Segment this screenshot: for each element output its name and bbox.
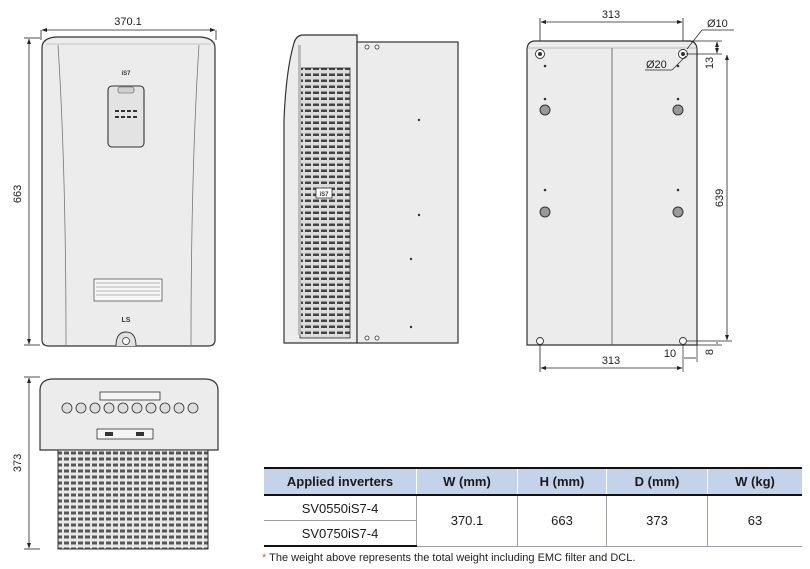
- side-badge: iS7: [319, 192, 329, 198]
- front-housing: [41, 36, 216, 347]
- front-brand-logo: LS: [122, 317, 131, 324]
- footnote-mark: *: [262, 552, 267, 564]
- top-terminal-row: [61, 402, 199, 414]
- warning-label: [93, 278, 163, 302]
- front-height-label: 663: [12, 185, 24, 203]
- height-value-cell: 663: [517, 495, 607, 547]
- top-view: 373: [12, 376, 219, 550]
- depth-value-cell: 373: [606, 495, 708, 547]
- top-depth-label: 373: [12, 454, 24, 472]
- rear-view: 313 Ø10 Ø20 13 639: [526, 9, 734, 372]
- table-row: SV0550iS7-4 370.1 663 373 63: [264, 495, 802, 547]
- header-height: H (mm): [517, 467, 607, 496]
- rear-mount-hole: [536, 337, 544, 345]
- front-view: 370.1 663 iS7 LS: [12, 16, 217, 347]
- side-view: iS7: [283, 34, 459, 344]
- header-applied-inverters: Applied inverters: [264, 467, 417, 496]
- rear-hole-large-label: Ø20: [646, 59, 667, 71]
- weight-value-cell: 63: [707, 495, 802, 547]
- rear-bottom-offset-label: 8: [704, 349, 716, 355]
- spec-table: Applied inverters W (mm) H (mm) D (mm) W…: [264, 467, 802, 547]
- header-depth: D (mm): [606, 467, 708, 496]
- model-cell: SV0550iS7-4: [264, 495, 417, 521]
- footnote-text: The weight above represents the total we…: [266, 552, 636, 564]
- rear-top-offset-label: 13: [704, 57, 716, 69]
- side-vent-grille: [299, 67, 351, 339]
- side-heatsink-panel: [356, 41, 459, 344]
- header-weight: W (kg): [707, 467, 802, 496]
- header-width: W (mm): [416, 467, 518, 496]
- rear-bottom-width-label: 313: [602, 355, 620, 367]
- rear-top-width-label: 313: [602, 9, 620, 21]
- model-cell: SV0750iS7-4: [264, 520, 417, 547]
- rear-side-offset-label: 10: [664, 348, 676, 360]
- rear-hole-pitch-label: 639: [714, 189, 726, 207]
- rear-hole-small-label: Ø10: [707, 18, 728, 30]
- keypad-panel: [107, 85, 145, 148]
- weight-footnote: * The weight above represents the total …: [262, 552, 635, 564]
- spec-table-header-row: Applied inverters W (mm) H (mm) D (mm) W…: [264, 467, 802, 496]
- front-model-logo: iS7: [121, 71, 131, 77]
- top-heatsink-grille: [57, 449, 209, 550]
- front-width-label: 370.1: [114, 16, 142, 28]
- rear-mount-hole: [679, 337, 687, 345]
- table-row: SV0750iS7-4: [264, 520, 802, 547]
- width-value-cell: 370.1: [416, 495, 518, 547]
- top-cover: [39, 378, 219, 451]
